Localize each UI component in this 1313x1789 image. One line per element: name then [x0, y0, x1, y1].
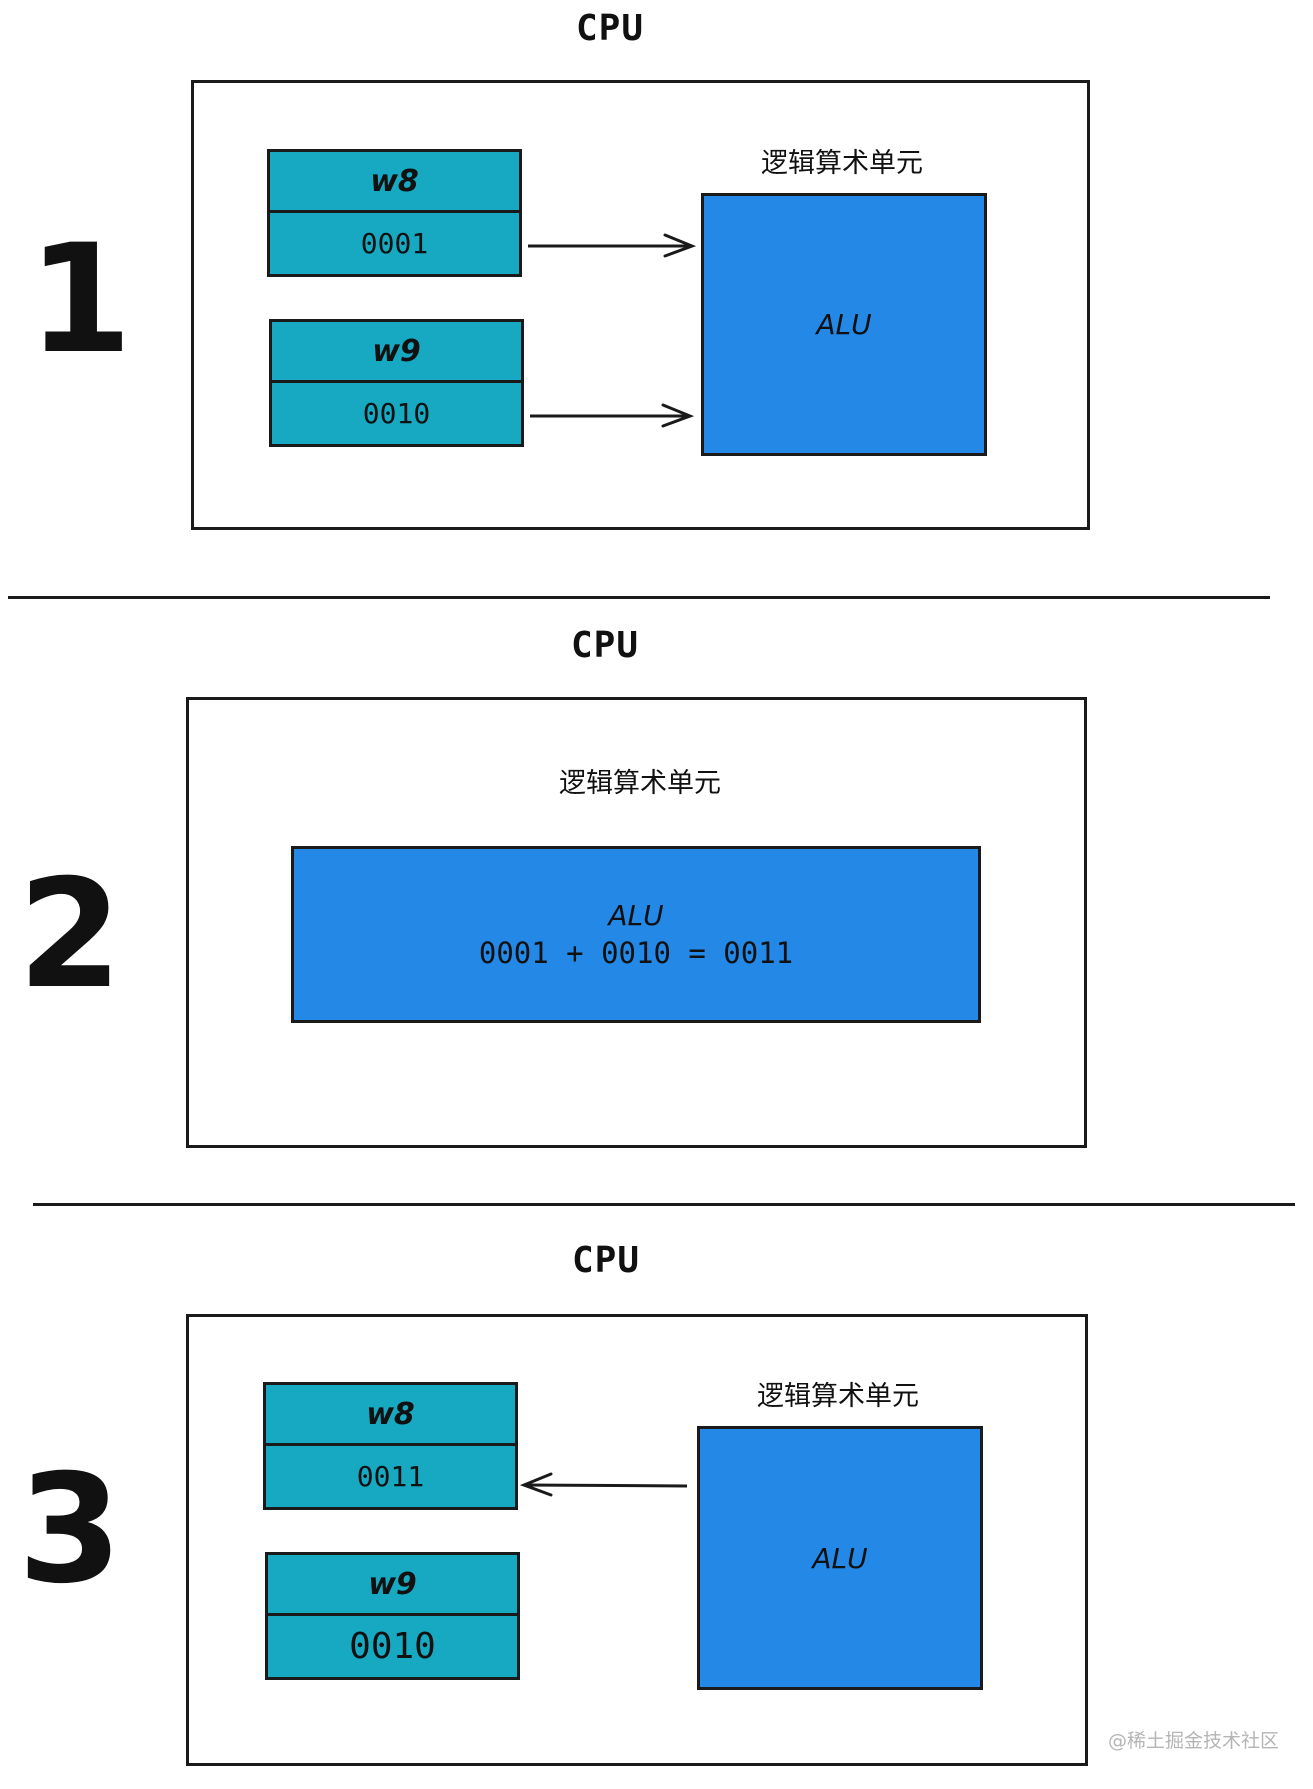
- alu-expression: 0001 + 0010 = 0011: [478, 936, 794, 970]
- alu-name: ALU: [816, 308, 872, 341]
- cpu-title-1: CPU: [575, 8, 645, 49]
- alu-label-2: 逻辑算术单元: [559, 768, 721, 799]
- register-value: 0001: [360, 227, 429, 260]
- step-number-2: 2: [17, 848, 123, 1022]
- register-w9-panel-1: w9 0010: [269, 319, 524, 447]
- cpu-title-2: CPU: [570, 625, 640, 666]
- alu-name: ALU: [812, 1541, 868, 1575]
- watermark: @稀土掘金技术社区: [1108, 1730, 1280, 1752]
- alu-name: ALU: [608, 899, 664, 932]
- register-name: w8: [370, 163, 419, 199]
- register-w8-panel-3: w8 0011: [263, 1382, 518, 1510]
- cpu-title-3: CPU: [571, 1240, 641, 1281]
- register-w8-panel-1: w8 0001: [267, 149, 522, 277]
- alu-box-1: ALU: [701, 193, 987, 456]
- register-w9-panel-3: w9 0010: [265, 1552, 520, 1680]
- register-name: w9: [368, 1566, 417, 1602]
- divider-2: [33, 1203, 1295, 1206]
- alu-label-3: 逻辑算术单元: [757, 1381, 919, 1412]
- register-value: 0010: [362, 397, 431, 430]
- alu-box-3: ALU: [697, 1426, 983, 1690]
- register-name: w9: [372, 333, 421, 369]
- step-number-1: 1: [27, 213, 133, 387]
- divider-1: [8, 596, 1270, 599]
- step-number-3: 3: [17, 1443, 123, 1617]
- register-name: w8: [366, 1396, 415, 1432]
- alu-box-2: ALU 0001 + 0010 = 0011: [291, 846, 981, 1023]
- alu-label-1: 逻辑算术单元: [761, 148, 923, 179]
- register-value: 0010: [349, 1626, 436, 1667]
- register-value: 0011: [356, 1460, 425, 1493]
